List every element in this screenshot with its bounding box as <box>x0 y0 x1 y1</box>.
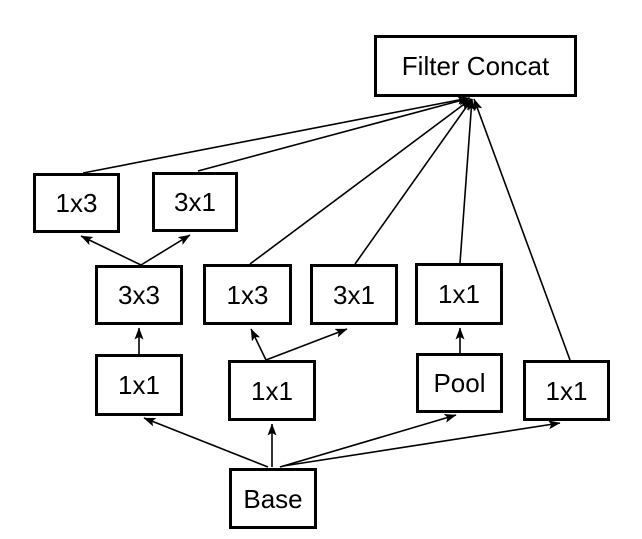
node-branch1-3x1: 3x1 <box>152 172 238 232</box>
node-branch1-1x1: 1x1 <box>95 354 183 416</box>
node-base: Base <box>229 468 317 529</box>
edge-branch2-1x1-to-branch2-3x1 <box>265 328 348 361</box>
node-branch2-1x1: 1x1 <box>228 360 316 421</box>
node-label-branch1-3x3: 3x3 <box>118 280 160 310</box>
node-label-branch4-1x1: 1x1 <box>545 375 588 406</box>
node-filter-concat: Filter Concat <box>374 35 577 97</box>
node-label-branch2-1x3: 1x3 <box>226 279 269 310</box>
node-label-branch2-1x1: 1x1 <box>251 375 293 406</box>
node-branch1-1x3: 1x3 <box>33 173 120 233</box>
edge-base-to-branch1-1x1 <box>143 417 269 468</box>
node-label-branch1-1x1: 1x1 <box>118 370 160 400</box>
edge-branch1-3x3-to-branch1-1x3 <box>80 235 142 266</box>
node-branch4-1x1: 1x1 <box>523 360 610 421</box>
node-label-branch2-3x1: 3x1 <box>333 279 375 310</box>
node-branch2-3x1: 3x1 <box>310 264 398 325</box>
edge-branch2-1x3-to-filter-concat <box>249 98 472 265</box>
edge-branch1-1x3-to-filter-concat <box>82 95 470 174</box>
edge-branch3-1x1-to-filter-concat <box>459 98 476 264</box>
node-label-filter-concat: Filter Concat <box>401 51 550 81</box>
edge-base-to-branch3-pool <box>279 413 457 468</box>
node-label-branch1-1x3: 1x3 <box>55 188 98 218</box>
node-label-branch3-pool: Pool <box>433 368 486 398</box>
edge-branch1-3x3-to-branch1-3x1 <box>140 234 191 266</box>
node-branch2-1x3: 1x3 <box>203 264 292 325</box>
edge-base-to-branch4-1x1 <box>282 420 561 467</box>
node-label-base: Base <box>243 483 303 514</box>
edge-lines <box>80 95 571 468</box>
node-label-branch3-1x1: 1x1 <box>438 279 480 309</box>
node-branch3-pool: Pool <box>416 353 503 413</box>
edge-branch2-1x1-to-branch2-1x3 <box>250 328 267 361</box>
edge-branch2-3x1-to-filter-concat <box>354 98 473 265</box>
edge-branch4-1x1-to-filter-concat <box>473 98 571 361</box>
edge-branch1-3x1-to-filter-concat <box>197 96 471 172</box>
node-branch3-1x1: 1x1 <box>415 263 503 325</box>
node-branch1-3x3: 3x3 <box>95 265 183 325</box>
node-label-branch1-3x1: 3x1 <box>174 187 216 217</box>
